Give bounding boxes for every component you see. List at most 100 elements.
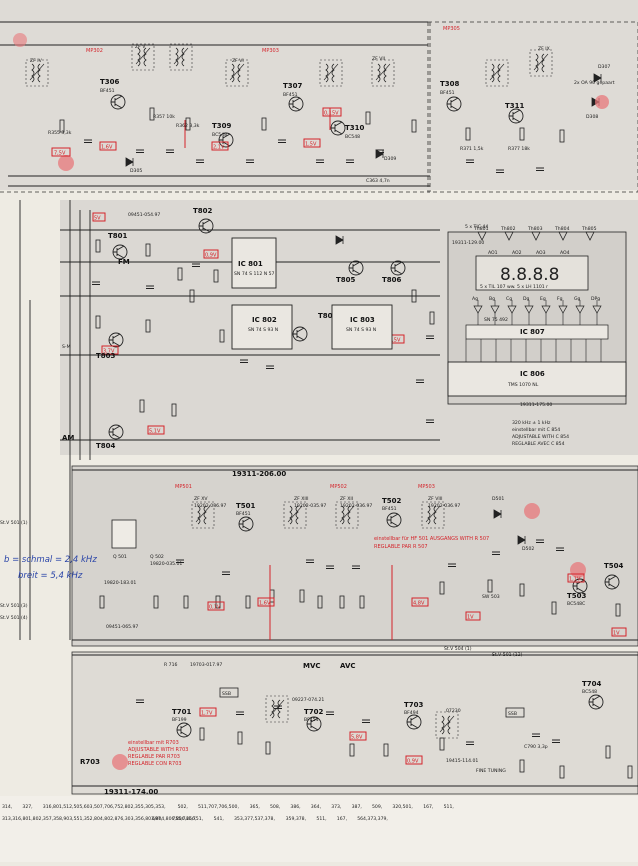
resistor-symbol [519, 127, 525, 141]
t501-type: BF451 [236, 511, 251, 517]
if-filter-coil [529, 49, 553, 77]
connector-sv504-1: St.V 504 (1) [444, 646, 472, 652]
r377-label: R377 18k [508, 146, 530, 152]
voltage-label: 1,1V [569, 577, 581, 583]
r703-note-fr: REGLABLE PAR R703 [128, 754, 180, 760]
t503-type: BC548C [567, 601, 585, 607]
counter-transistors [108, 218, 406, 440]
voltage-label: 3,7V [103, 349, 115, 355]
ssb-switch-box-2 [505, 707, 525, 718]
board-ssb [71, 651, 638, 795]
t502-type: BF451 [382, 506, 397, 512]
resistor-symbol [245, 595, 251, 609]
if-filter-coil [131, 43, 155, 71]
counter-board-number: 19311-175.00 [520, 402, 552, 408]
transistor-symbol [386, 512, 402, 528]
index-entry: 365, [250, 804, 261, 810]
resistor-symbol [183, 595, 189, 609]
resistor-symbol [149, 107, 155, 121]
resistor-symbol [171, 403, 177, 417]
capacitor-symbol [416, 379, 424, 383]
resistor-symbol [139, 399, 145, 413]
ic803-type: SN 74 S 93 N [346, 327, 376, 333]
capacitor-symbol [278, 139, 286, 143]
if-filter-coil [265, 695, 289, 723]
resistor-symbol [299, 589, 305, 603]
resistor-symbol [439, 581, 445, 595]
if-board-number: 19311-206.00 [232, 470, 286, 478]
voltage-label: 5V [94, 216, 101, 222]
ic803-body [331, 304, 393, 350]
resistor-symbol [185, 117, 191, 131]
led-th801: Th801 [473, 226, 489, 241]
r357-label: R357 10k [153, 114, 175, 120]
index-entry: 511, [316, 816, 327, 822]
if-filter-coil [191, 501, 215, 529]
connector-sv501-12: St.V 501 (12) [492, 652, 523, 658]
t702-label: T702 [304, 708, 324, 716]
sm-label: S-M [62, 344, 71, 350]
segment-pin-label: DPg [591, 296, 600, 302]
led-label: Th801 [473, 226, 489, 232]
index-strip [0, 796, 638, 862]
anode-label: AO4 [560, 250, 570, 256]
r703-label: R703 [80, 758, 100, 766]
led-label: 5 x TIC 44 [465, 224, 488, 230]
capacitor-symbol [426, 419, 434, 423]
filter-304-label: ZF VII [372, 56, 385, 62]
voltage-label: 7,5V [54, 151, 66, 157]
capacitor-symbol [496, 169, 504, 173]
transistor-symbol [218, 132, 234, 148]
t501-label: T501 [236, 502, 256, 510]
transistor-symbol [110, 94, 126, 110]
resistor-symbol [359, 595, 365, 609]
frequency-adjust: 320 kHz ± 1 kHz [512, 420, 551, 426]
index-entry: 509, [372, 804, 383, 810]
voltage-label: 1,6V [101, 145, 113, 151]
filter-503-label: ZF XII [340, 496, 353, 502]
resistor-symbol [365, 111, 371, 125]
mp302-label: MP302 [86, 48, 103, 54]
t702-type: BF454 [304, 717, 319, 723]
fine-tuning-label: FINE TUNING [476, 768, 506, 774]
board-if-top [0, 0, 638, 190]
capacitor-symbol [266, 365, 274, 369]
t306-label: T306 [100, 78, 120, 86]
led-th803: Th803 [527, 226, 543, 241]
ssb-label-2: SSB [508, 711, 517, 717]
resistor-symbol [519, 583, 525, 597]
diode-symbol [335, 235, 344, 245]
resistor-symbol [411, 289, 417, 303]
ic806-body [447, 361, 627, 397]
segment-pin-label: Ag [472, 296, 478, 302]
display-digits: 8.8.8.8 [500, 265, 559, 285]
index-entry: 359,378, [286, 816, 307, 822]
r371-label: R371 1,5k [460, 146, 484, 152]
t802-label: T802 [193, 207, 213, 215]
index-entry: 511, [444, 804, 455, 810]
led-label: Th803 [527, 226, 543, 232]
sw503-label: SW 503 [482, 594, 500, 600]
q501-label: Q 501 [113, 554, 127, 560]
ic802-body [231, 304, 293, 350]
index-entry: 314, [2, 804, 13, 810]
index-entry: 167, [423, 804, 434, 810]
capacitor-array [84, 139, 564, 745]
c363-label: C363 4,7n [366, 178, 390, 184]
mp305-label: MP305 [443, 26, 460, 32]
transistor-symbol [604, 574, 620, 590]
resistor-symbol [605, 745, 611, 759]
if-filter-code: 09451-065.97 [106, 624, 138, 630]
transistor-symbol [306, 716, 322, 732]
resistor-symbol [95, 239, 101, 253]
t308-type: BF451 [440, 90, 455, 96]
resistor-symbol [383, 743, 389, 757]
transistor-symbol [112, 244, 128, 260]
adjust-note-en: ADJUSTABLE WITH C 854 [512, 434, 569, 440]
t803-label: T803 [96, 352, 116, 360]
transistor-symbol [330, 120, 346, 136]
capacitor-symbol [352, 565, 360, 569]
d501-label: D501 [492, 496, 504, 502]
